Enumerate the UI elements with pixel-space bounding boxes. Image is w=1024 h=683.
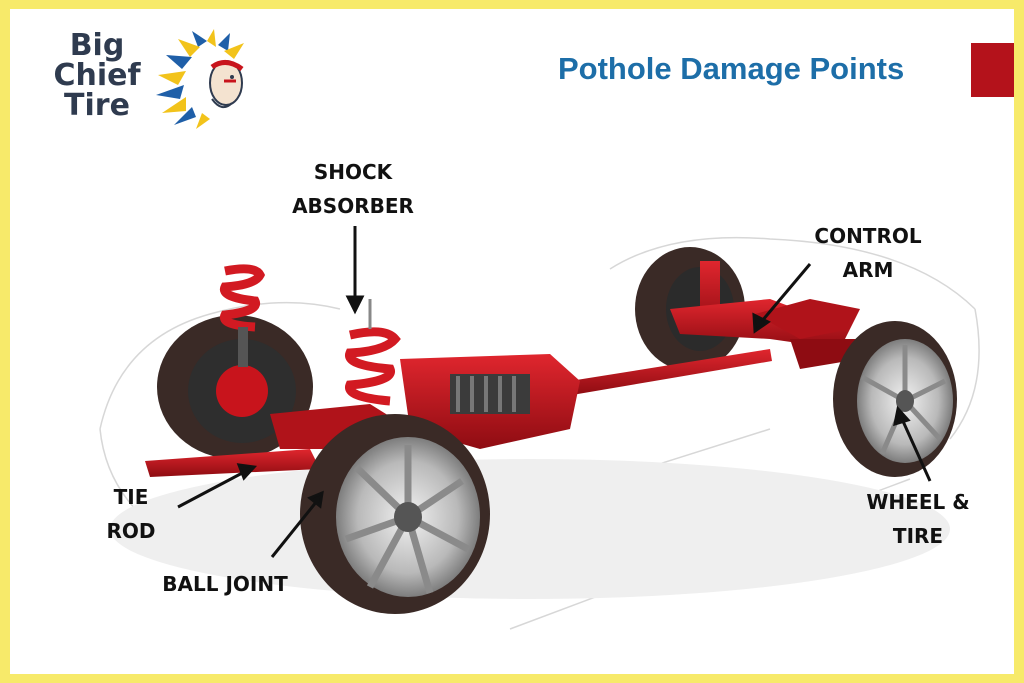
label-tie-rod: TIE ROD: [96, 480, 166, 548]
drive-shaft: [570, 349, 772, 395]
control-arm-arrow: [760, 263, 812, 322]
label-control-line-1: CONTROL: [814, 224, 922, 248]
label-wheel-tire: WHEEL & TIRE: [848, 485, 988, 553]
chief-headdress-icon: [156, 29, 244, 129]
label-tie-line-1: TIE: [113, 485, 149, 509]
label-ball-line-1: BALL JOINT: [162, 572, 288, 596]
logo-line-2: Chief: [53, 58, 141, 93]
tie-rod-arrow: [177, 469, 247, 509]
label-shock-line-2: ABSORBER: [292, 194, 414, 218]
logo-line-3: Tire: [64, 88, 130, 123]
ball-joint-arrow: [270, 500, 319, 558]
label-shock-absorber: SHOCK ABSORBER: [278, 155, 428, 223]
chassis-illustration: [99, 226, 980, 630]
transmission: [400, 354, 580, 449]
label-ball-joint: BALL JOINT: [145, 567, 305, 601]
pointer-arrows: [177, 226, 932, 558]
logo-text: Big Chief Tire: [32, 31, 162, 121]
front-left-spring: [220, 264, 266, 332]
label-control-arm: CONTROL ARM: [798, 219, 938, 287]
shock-absorber-spring: [345, 327, 401, 406]
label-wheel-line-2: TIRE: [892, 524, 944, 548]
page-frame: Big Chief Tire: [10, 9, 1014, 674]
big-chief-tire-logo: Big Chief Tire: [32, 29, 262, 131]
page-title: Pothole Damage Points: [558, 51, 905, 86]
label-tie-line-2: ROD: [106, 519, 156, 543]
front-right-wheel: [300, 414, 490, 614]
rear-right-wheel: [833, 321, 957, 477]
accent-block: [971, 43, 1014, 97]
label-control-line-2: ARM: [842, 258, 894, 282]
label-wheel-line-1: WHEEL &: [866, 490, 970, 514]
wheel-arrow: [900, 418, 932, 482]
front-left-strut: [238, 327, 248, 367]
logo-line-1: Big: [69, 28, 125, 63]
label-shock-line-1: SHOCK: [313, 160, 393, 184]
